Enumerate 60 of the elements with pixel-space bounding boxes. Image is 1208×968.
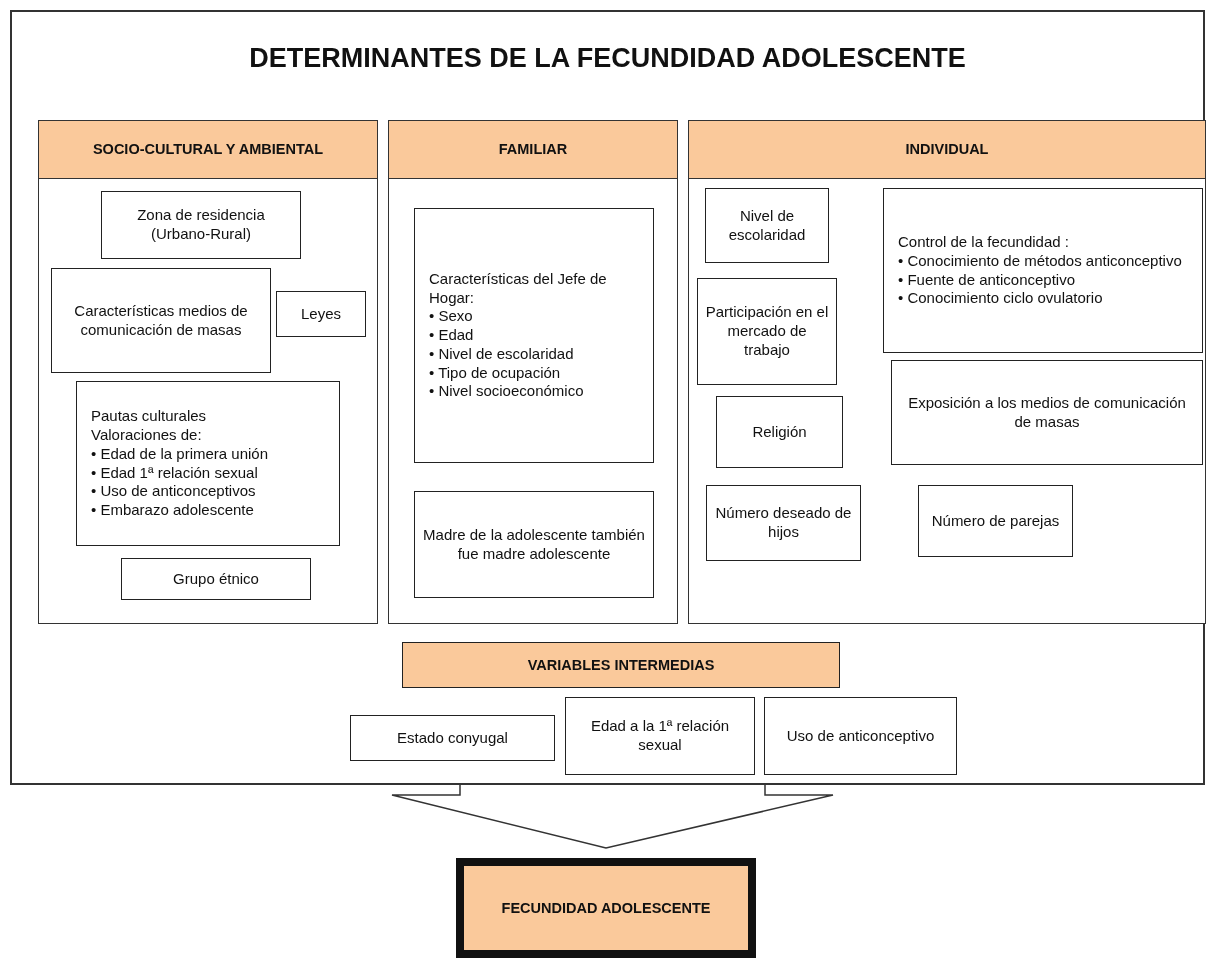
factor-box xyxy=(414,491,654,598)
factor-label: Participación en el mercado de trabajo xyxy=(704,303,830,360)
factor-label: Exposición a los medios de comunicación de masas xyxy=(907,393,1187,432)
outcome-label: FECUNDIDAD ADOLESCENTE xyxy=(463,865,749,951)
column-header: SOCIO-CULTURAL Y AMBIENTAL xyxy=(39,121,377,179)
factor-label: Características medios de comunicación de masas xyxy=(73,301,249,340)
factor-box xyxy=(697,278,837,385)
factor-box xyxy=(883,188,1203,353)
list-item: • Conocimiento ciclo ovulatorio xyxy=(898,289,1103,308)
factor-box xyxy=(51,268,271,373)
factor-label: Nivel de escolaridad xyxy=(727,206,807,245)
block-arrow xyxy=(391,784,834,849)
factor-label: Estado conyugal xyxy=(397,728,508,748)
factor-box xyxy=(705,188,829,263)
list-item: • Embarazo adolescente xyxy=(91,501,254,520)
category-panel xyxy=(688,120,1206,624)
factor-box xyxy=(121,558,311,600)
factor-box xyxy=(76,381,340,546)
list-item: • Nivel socioeconómico xyxy=(429,382,584,402)
list-item: • Edad xyxy=(429,326,474,345)
factor-box xyxy=(716,396,843,468)
outcome-box xyxy=(456,858,756,958)
category-panel xyxy=(38,120,378,624)
column-header: INDIVIDUAL xyxy=(689,121,1205,179)
factor-label: Edad a la 1ª relación sexual xyxy=(589,717,731,755)
factor-label: Zona de residencia (Urbano-Rural) xyxy=(136,206,266,244)
outer-frame xyxy=(10,10,1205,785)
list-item: Valoraciones de: xyxy=(91,426,202,445)
factor-box xyxy=(891,360,1203,465)
factor-box xyxy=(764,697,957,775)
list-item: • Uso de anticonceptivos xyxy=(91,482,256,501)
factor-box xyxy=(276,291,366,337)
list-item: • Conocimiento de métodos anticonceptivo xyxy=(898,251,1182,271)
factor-label: Grupo étnico xyxy=(173,569,259,589)
list-item: • Edad 1ª relación sexual xyxy=(91,463,258,483)
list-item: • Tipo de ocupación xyxy=(429,363,561,383)
factor-box xyxy=(565,697,755,775)
factor-box xyxy=(101,191,301,259)
factor-box xyxy=(414,208,654,463)
factor-label: Pautas culturales xyxy=(91,407,207,426)
factor-label: Número de parejas xyxy=(931,511,1060,531)
list-item: • Nivel de escolaridad xyxy=(429,344,574,364)
category-panel xyxy=(388,120,678,624)
factor-label: Madre de la adolescente también fue madre adolescente xyxy=(422,525,646,564)
list-item: • Sexo xyxy=(429,307,473,327)
factor-box xyxy=(706,485,861,561)
factor-label: Número deseado de hijos xyxy=(714,504,853,542)
factor-label: Control de la fecundidad : xyxy=(898,233,1069,252)
factor-box xyxy=(918,485,1073,557)
factor-label: Leyes xyxy=(301,304,341,324)
section-band xyxy=(402,642,840,688)
factor-label: Religión xyxy=(752,422,807,442)
list-item: • Edad de la primera unión xyxy=(91,444,269,464)
list-item: • Fuente de anticonceptivo xyxy=(898,270,1076,290)
factor-box xyxy=(350,715,555,761)
column-header: FAMILIAR xyxy=(389,121,677,179)
section-label: VARIABLES INTERMEDIAS xyxy=(527,655,715,675)
factor-label: Uso de anticonceptivo xyxy=(786,726,935,746)
factor-label: Características del Jefe de Hogar: xyxy=(429,269,608,308)
frame-heading: DETERMINANTES DE LA FECUNDIDAD ADOLESCENTE xyxy=(249,42,966,75)
